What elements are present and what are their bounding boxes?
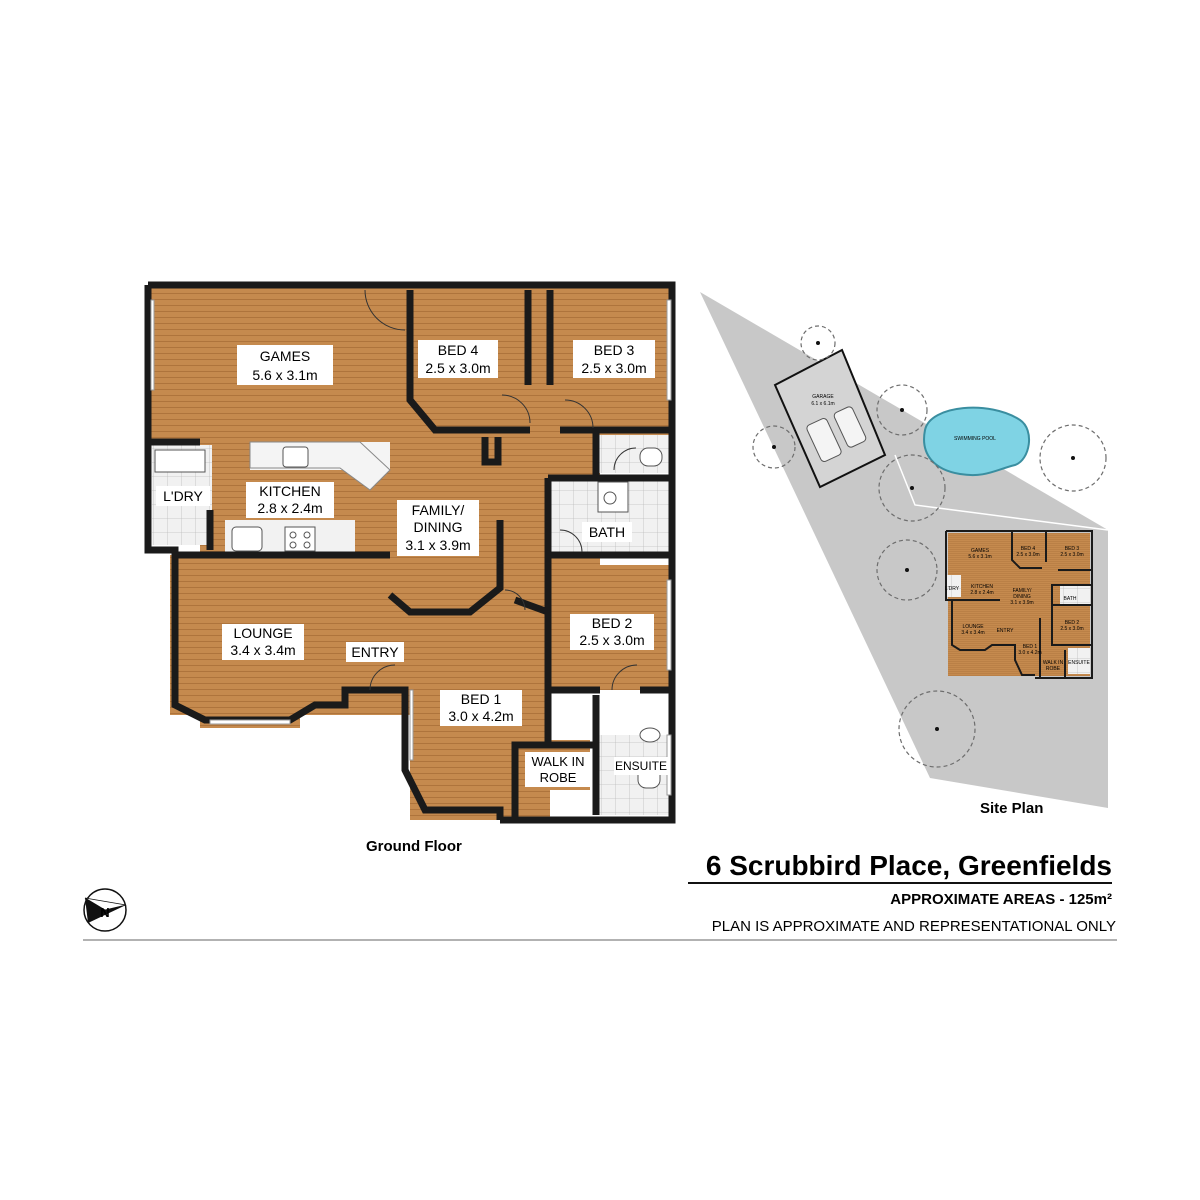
swimming-pool: SWIMMING POOL	[923, 406, 1031, 476]
svg-text:3.0 x 4.2m: 3.0 x 4.2m	[1018, 650, 1041, 656]
svg-text:ENTRY: ENTRY	[997, 628, 1015, 634]
family-size: 3.1 x 3.9m	[405, 537, 470, 553]
svg-text:2.8 x 2.4m: 2.8 x 2.4m	[970, 590, 993, 596]
bed3-size: 2.5 x 3.0m	[581, 360, 646, 376]
svg-text:5.6 x 3.1m: 5.6 x 3.1m	[968, 554, 991, 560]
room-labels: GAMES 5.6 x 3.1m BED 4 2.5 x 3.0m BED 3 …	[156, 340, 668, 787]
svg-text:LOUNGE: LOUNGE	[962, 624, 984, 630]
kitchen-size: 2.8 x 2.4m	[257, 500, 322, 516]
games-size: 5.6 x 3.1m	[252, 367, 317, 383]
svg-text:3.4 x 3.4m: 3.4 x 3.4m	[961, 630, 984, 636]
garage-size: 6.1 x 6.1m	[811, 401, 834, 407]
bath-name: BATH	[589, 524, 625, 540]
robe-name: WALK IN	[532, 754, 585, 769]
games-name: GAMES	[260, 348, 311, 364]
approximate-areas: APPROXIMATE AREAS - 125m²	[890, 891, 1112, 908]
site-plan: GARAGE 6.1 x 6.1m SWIMMING POOL	[700, 292, 1109, 808]
laundry-name: L'DRY	[163, 488, 203, 504]
svg-text:FAMILY/: FAMILY/	[1013, 588, 1032, 594]
garage-name: GARAGE	[812, 394, 834, 400]
north-arrow-icon: N	[83, 888, 127, 932]
svg-text:BED 3: BED 3	[1065, 546, 1080, 552]
bed4-name: BED 4	[438, 342, 479, 358]
svg-text:L'DRY: L'DRY	[945, 586, 960, 592]
svg-text:KITCHEN: KITCHEN	[971, 584, 993, 590]
bed2-name: BED 2	[592, 615, 633, 631]
svg-text:ROBE: ROBE	[1046, 666, 1061, 672]
ground-floor-plan: GAMES 5.6 x 3.1m BED 4 2.5 x 3.0m BED 3 …	[144, 281, 676, 824]
property-address: 6 Scrubbird Place, Greenfields	[705, 850, 1112, 881]
svg-text:2.5 x 3.0m: 2.5 x 3.0m	[1060, 552, 1083, 558]
svg-text:BED 4: BED 4	[1021, 546, 1036, 552]
family-name: FAMILY/	[412, 502, 465, 518]
svg-text:3.1 x 3.9m: 3.1 x 3.9m	[1010, 600, 1033, 606]
tree-trunks	[772, 341, 1075, 731]
lounge-name: LOUNGE	[233, 625, 292, 641]
bed1-name: BED 1	[461, 691, 502, 707]
mini-floor-plan: GAMES 5.6 x 3.1m BED 4 2.5 x 3.0m BED 3 …	[945, 530, 1093, 679]
ground-floor-caption: Ground Floor	[366, 838, 462, 855]
lounge-size: 3.4 x 3.4m	[230, 642, 295, 658]
svg-text:BED 1: BED 1	[1023, 644, 1038, 650]
bed3-name: BED 3	[594, 342, 635, 358]
ensuite-vanity	[598, 695, 670, 733]
svg-text:BED 2: BED 2	[1065, 620, 1080, 626]
door-swings	[364, 289, 638, 691]
north-label: N	[100, 905, 109, 920]
svg-text:WALK IN: WALK IN	[1043, 660, 1064, 666]
svg-text:2.5 x 3.0m: 2.5 x 3.0m	[1060, 626, 1083, 632]
svg-text:BATH: BATH	[1064, 596, 1077, 602]
pool-name: SWIMMING POOL	[954, 436, 996, 442]
trees	[752, 325, 1107, 768]
walls	[144, 281, 676, 824]
entry-name: ENTRY	[351, 644, 399, 660]
robe-name-2: ROBE	[540, 770, 577, 785]
ensuite-name: ENSUITE	[615, 759, 667, 773]
disclaimer: PLAN IS APPROXIMATE AND REPRESENTATIONAL…	[711, 918, 1116, 935]
bed1-size: 3.0 x 4.2m	[448, 708, 513, 724]
svg-text:2.5 x 3.0m: 2.5 x 3.0m	[1016, 552, 1039, 558]
bed4-size: 2.5 x 3.0m	[425, 360, 490, 376]
svg-text:GAMES: GAMES	[971, 548, 990, 554]
fence-line	[894, 454, 1109, 531]
svg-text:DINING: DINING	[1013, 594, 1031, 600]
kitchen-name: KITCHEN	[259, 483, 320, 499]
family-name-2: DINING	[414, 519, 463, 535]
bed2-size: 2.5 x 3.0m	[579, 632, 644, 648]
svg-text:ENSUITE: ENSUITE	[1068, 660, 1090, 666]
garage: GARAGE 6.1 x 6.1m	[773, 348, 887, 489]
site-plan-caption: Site Plan	[980, 800, 1044, 817]
